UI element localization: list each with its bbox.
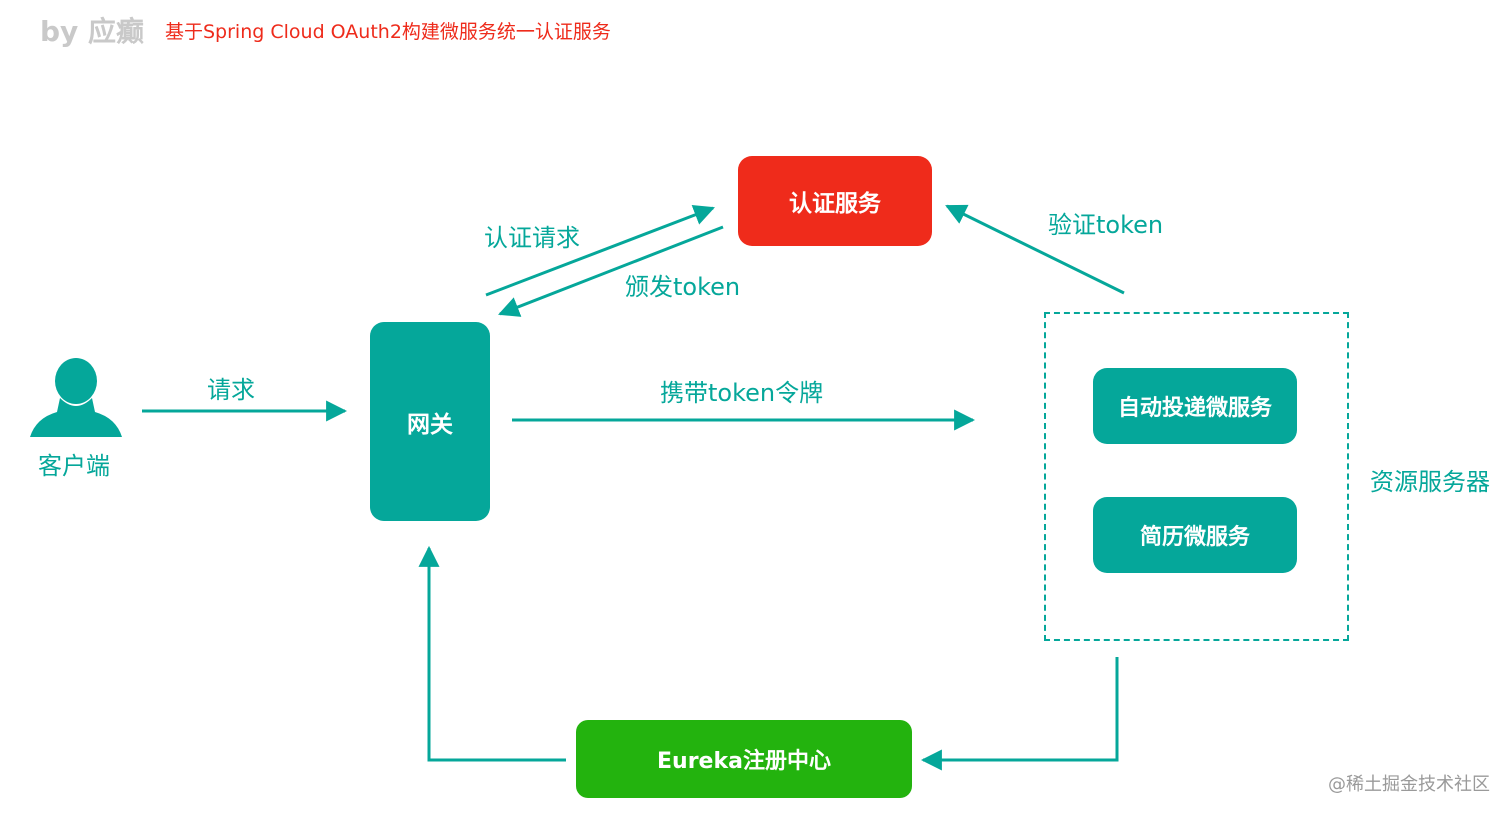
client-label: 客户端 — [38, 452, 110, 480]
author-label: by 应癫 — [40, 15, 145, 48]
eureka-registry-node: Eureka注册中心 — [576, 720, 912, 798]
gateway-node: 网关 — [370, 322, 490, 521]
diagram-title: 基于Spring Cloud OAuth2构建微服务统一认证服务 — [165, 21, 611, 43]
issue-token-arrow — [498, 225, 724, 317]
resource-to-eureka-arrow — [920, 657, 1119, 771]
client-avatar-icon — [30, 358, 122, 437]
issue-token-label: 颁发token — [625, 273, 741, 301]
auth-request-arrow — [485, 204, 715, 297]
eureka-to-gateway-arrow — [418, 545, 566, 762]
verify-token-label: 验证token — [1048, 211, 1164, 239]
request-label: 请求 — [207, 376, 255, 404]
verify-token-arrow — [945, 204, 1125, 295]
resume-service-node: 简历微服务 — [1093, 497, 1297, 573]
auth-service-node: 认证服务 — [738, 156, 932, 246]
resource-server-frame — [1044, 312, 1349, 641]
resource-server-label: 资源服务器 — [1370, 468, 1490, 496]
auth-request-label: 认证请求 — [484, 224, 580, 252]
carry-token-label: 携带token令牌 — [660, 379, 824, 407]
watermark: @稀土掘金技术社区 — [1328, 774, 1490, 795]
auto-delivery-service-node: 自动投递微服务 — [1093, 368, 1297, 444]
